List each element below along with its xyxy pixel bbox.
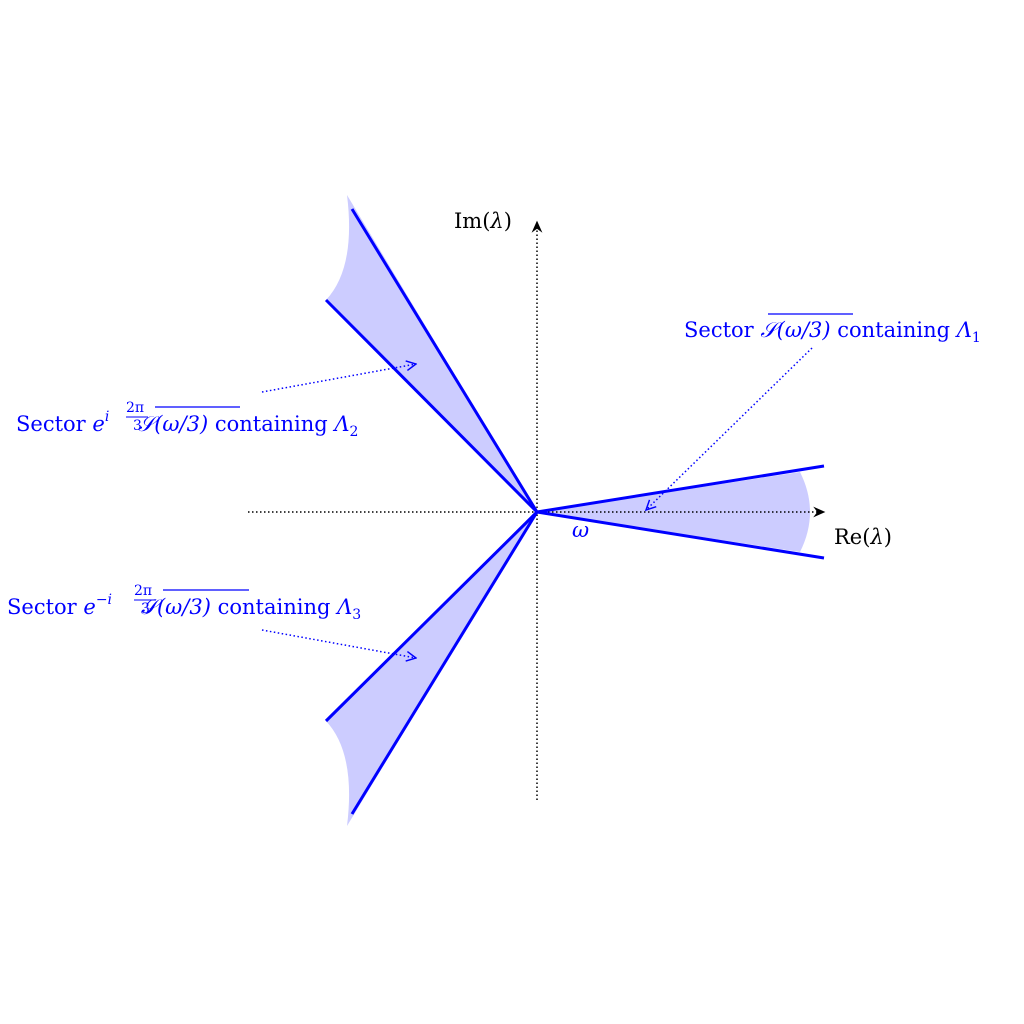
sector-2-exponent-denominator: 3 — [133, 418, 142, 434]
sector-3-inner-edge — [324, 510, 539, 723]
sector-3-outer-edge — [350, 511, 539, 815]
sector-3-label: Sector e−i 𝒮(ω/3) containing Λ3 — [7, 592, 361, 623]
sector-1-pointer — [646, 347, 813, 510]
sector-2-outer-edge — [350, 208, 539, 513]
sector-3-overline-expr: 𝒮(ω/3) — [141, 595, 211, 619]
sector-2-pointer — [261, 364, 416, 393]
sector-2-overline-expr: 𝒮(ω/3) — [138, 412, 208, 436]
sector-3-exponent-numerator: 2π — [134, 583, 152, 599]
sector-1-upper-edge — [536, 464, 825, 514]
angle-omega-label: ω — [572, 518, 589, 542]
sector-1-label: Sector 𝒮(ω/3) containing Λ1 — [684, 318, 981, 346]
sector-2-label: Sector ei 𝒮(ω/3) containing Λ2 — [16, 409, 358, 440]
sector-2-exponent-numerator: 2π — [126, 400, 144, 416]
sector-1-overline-expr: 𝒮(ω/3) — [760, 318, 830, 342]
sector-3-exponent-denominator: 3 — [141, 601, 150, 617]
sector-2-inner-edge — [324, 298, 539, 514]
sector-2-fill — [326, 195, 537, 512]
sector-3-pointer — [261, 629, 416, 658]
sector-3-fill — [326, 512, 537, 826]
imaginary-axis-label: Im(λ) — [454, 209, 512, 233]
real-axis-label: Re(λ) — [834, 525, 892, 549]
sector-1-lower-edge — [536, 510, 825, 560]
